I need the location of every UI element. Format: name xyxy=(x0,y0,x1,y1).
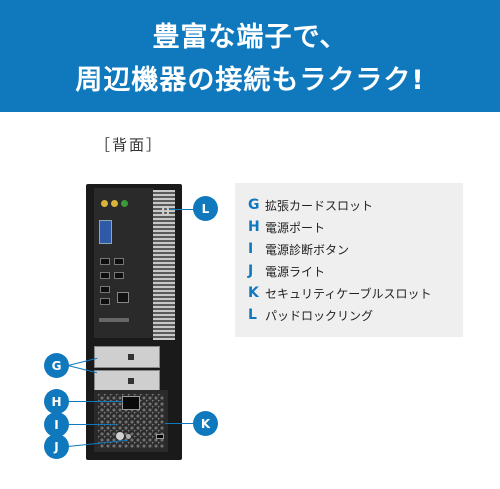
vent-grille xyxy=(153,190,175,340)
leader-line-i xyxy=(68,424,118,425)
usb-port xyxy=(114,258,124,265)
callout-i: I xyxy=(44,412,69,437)
usb-port xyxy=(114,272,124,279)
usb-port xyxy=(100,272,110,279)
legend-key: H xyxy=(248,219,260,235)
callout-h: H xyxy=(44,389,69,414)
legend-key: I xyxy=(248,241,254,257)
legend-item-l: L パッドロックリング xyxy=(248,305,373,325)
legend-text: 拡張カードスロット xyxy=(265,198,374,213)
legend-item-k: K セキュリティケーブルスロット xyxy=(248,283,432,303)
legend-item-g: G 拡張カードスロット xyxy=(248,195,373,215)
audio-jack xyxy=(121,200,128,207)
callout-l: L xyxy=(193,196,218,221)
ethernet-port xyxy=(117,292,129,303)
leader-line-h xyxy=(68,401,123,402)
audio-jack xyxy=(101,200,108,207)
legend-item-h: H 電源ポート xyxy=(248,217,325,237)
legend-text: パッドロックリング xyxy=(265,308,374,323)
legend-item-i: I 電源診断ボタン xyxy=(248,239,349,259)
power-light xyxy=(126,434,131,439)
usb-port xyxy=(100,286,110,293)
callout-j: J xyxy=(44,434,69,459)
model-badge xyxy=(99,318,129,322)
padlock-ring xyxy=(162,206,169,216)
legend-text: 電源ライト xyxy=(265,264,326,279)
legend-key: G xyxy=(248,197,260,213)
callout-g: G xyxy=(44,353,69,378)
banner-title-line1: 豊富な端子で、 xyxy=(152,22,348,53)
legend-text: 電源診断ボタン xyxy=(265,242,350,257)
usb-port xyxy=(100,298,110,305)
callout-k: K xyxy=(193,411,218,436)
legend-text: セキュリティケーブルスロット xyxy=(265,286,432,301)
legend-text: 電源ポート xyxy=(265,220,326,235)
leader-line-k xyxy=(165,423,195,424)
expansion-slot xyxy=(94,370,160,392)
slot-screw xyxy=(128,378,134,384)
legend-key: K xyxy=(248,285,259,301)
section-label-rear: ［背面］ xyxy=(95,136,164,154)
banner-title-line2: 周辺機器の接続もラクラク! xyxy=(75,65,425,96)
slot-screw xyxy=(128,354,134,360)
legend-key: L xyxy=(248,307,257,323)
legend-key: J xyxy=(248,263,254,279)
expansion-slot xyxy=(94,346,160,368)
leader-line-l xyxy=(170,209,194,210)
vga-port xyxy=(99,220,112,244)
audio-jack xyxy=(111,200,118,207)
power-port xyxy=(122,396,140,410)
legend-item-j: J 電源ライト xyxy=(248,261,325,281)
power-diagnostic-button xyxy=(116,432,124,440)
security-cable-slot xyxy=(156,434,164,439)
legend-box xyxy=(235,183,463,337)
usb-port xyxy=(100,258,110,265)
header-banner: 豊富な端子で、 周辺機器の接続もラクラク! xyxy=(0,0,500,112)
